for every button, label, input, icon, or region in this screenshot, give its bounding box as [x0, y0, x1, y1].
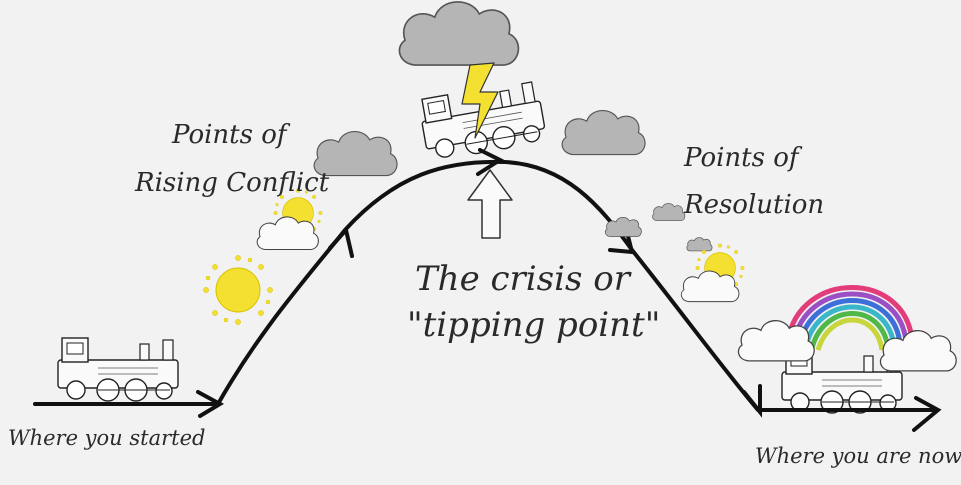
sun-icon — [202, 254, 274, 326]
arrowhead-end — [912, 396, 942, 432]
up-arrow-icon — [467, 169, 513, 239]
cloud-icon — [652, 203, 686, 221]
cloud-icon — [680, 270, 740, 303]
label-start: Where you started — [8, 426, 206, 450]
label-resolution-line2: Resolution — [684, 190, 825, 220]
cloud-icon — [686, 237, 713, 252]
cloud-icon — [561, 109, 646, 156]
label-rising-conflict-line1: Points of — [172, 120, 287, 150]
label-crisis-line2: "tipping point" — [407, 305, 661, 345]
cloud-icon — [737, 320, 815, 362]
steam-train-icon — [57, 337, 179, 402]
label-crisis-line1: The crisis or — [415, 259, 630, 299]
label-end: Where you are now — [755, 444, 961, 468]
cloud-icon — [256, 216, 319, 250]
label-rising-conflict-line2: Rising Conflict — [135, 168, 330, 198]
arrowhead-start — [196, 390, 225, 418]
lightning-bolt-icon — [461, 62, 499, 139]
arrowhead-rising — [328, 225, 354, 258]
story-arc-line — [33, 159, 937, 412]
arrowhead-peak — [476, 148, 505, 176]
cloud-icon — [398, 1, 520, 66]
rainbow-icon — [785, 285, 915, 351]
arrowhead-descent — [742, 384, 762, 418]
label-resolution-line1: Points of — [684, 143, 799, 173]
